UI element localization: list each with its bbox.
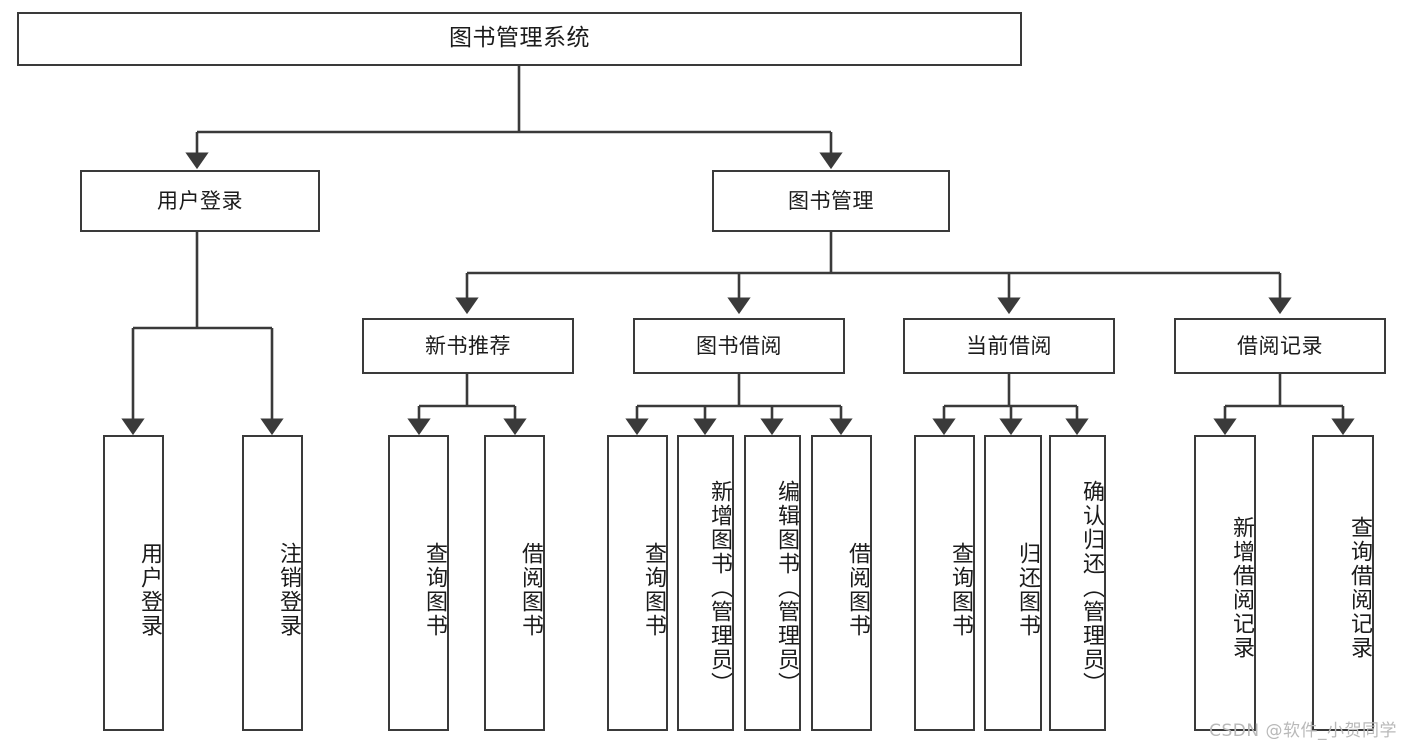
node-leaf-borrow-book-1[interactable]: 借阅图书 bbox=[484, 435, 545, 731]
node-leaf-add-record[interactable]: 新增借阅记录 bbox=[1194, 435, 1256, 731]
node-leaf-borrow-book-2[interactable]: 借阅图书 bbox=[811, 435, 872, 731]
watermark-text: CSDN @软件_小贺同学 bbox=[1209, 721, 1397, 741]
node-label: 图书管理系统 bbox=[449, 25, 590, 52]
node-label: 用户登录 bbox=[137, 542, 162, 638]
node-current-borrow[interactable]: 当前借阅 bbox=[903, 318, 1115, 374]
node-leaf-user-login[interactable]: 用户登录 bbox=[103, 435, 164, 731]
node-borrow-record[interactable]: 借阅记录 bbox=[1174, 318, 1386, 374]
node-leaf-query-book-2[interactable]: 查询图书 bbox=[607, 435, 668, 731]
node-leaf-confirm-return[interactable]: 确认归还（管理员） bbox=[1049, 435, 1106, 731]
node-label: 借阅图书 bbox=[518, 542, 543, 638]
node-leaf-return-book[interactable]: 归还图书 bbox=[984, 435, 1042, 731]
node-label: 查询图书 bbox=[948, 542, 973, 638]
node-label: 编辑图书（管理员） bbox=[774, 480, 799, 696]
node-leaf-query-book-3[interactable]: 查询图书 bbox=[914, 435, 975, 731]
node-book-manage[interactable]: 图书管理 bbox=[712, 170, 950, 232]
node-user-login[interactable]: 用户登录 bbox=[80, 170, 320, 232]
node-label: 归还图书 bbox=[1015, 542, 1040, 638]
node-label: 新增借阅记录 bbox=[1229, 516, 1254, 660]
node-leaf-user-logout[interactable]: 注销登录 bbox=[242, 435, 303, 731]
node-label: 借阅记录 bbox=[1237, 333, 1323, 358]
node-label: 查询图书 bbox=[422, 542, 447, 638]
node-new-book-recommend[interactable]: 新书推荐 bbox=[362, 318, 574, 374]
node-leaf-add-book[interactable]: 新增图书（管理员） bbox=[677, 435, 734, 731]
node-leaf-query-record[interactable]: 查询借阅记录 bbox=[1312, 435, 1374, 731]
node-label: 借阅图书 bbox=[845, 542, 870, 638]
node-label: 图书管理 bbox=[788, 188, 874, 213]
node-label: 图书借阅 bbox=[696, 333, 782, 358]
node-leaf-query-book-1[interactable]: 查询图书 bbox=[388, 435, 449, 731]
node-label: 新书推荐 bbox=[425, 333, 511, 358]
node-label: 注销登录 bbox=[276, 542, 301, 638]
node-label: 用户登录 bbox=[157, 188, 243, 213]
node-label: 确认归还（管理员） bbox=[1079, 480, 1104, 696]
node-leaf-edit-book[interactable]: 编辑图书（管理员） bbox=[744, 435, 801, 731]
node-book-borrow[interactable]: 图书借阅 bbox=[633, 318, 845, 374]
node-label: 查询图书 bbox=[641, 542, 666, 638]
node-root-system[interactable]: 图书管理系统 bbox=[17, 12, 1022, 66]
node-label: 当前借阅 bbox=[966, 333, 1052, 358]
node-label: 查询借阅记录 bbox=[1347, 516, 1372, 660]
node-label: 新增图书（管理员） bbox=[707, 480, 732, 696]
